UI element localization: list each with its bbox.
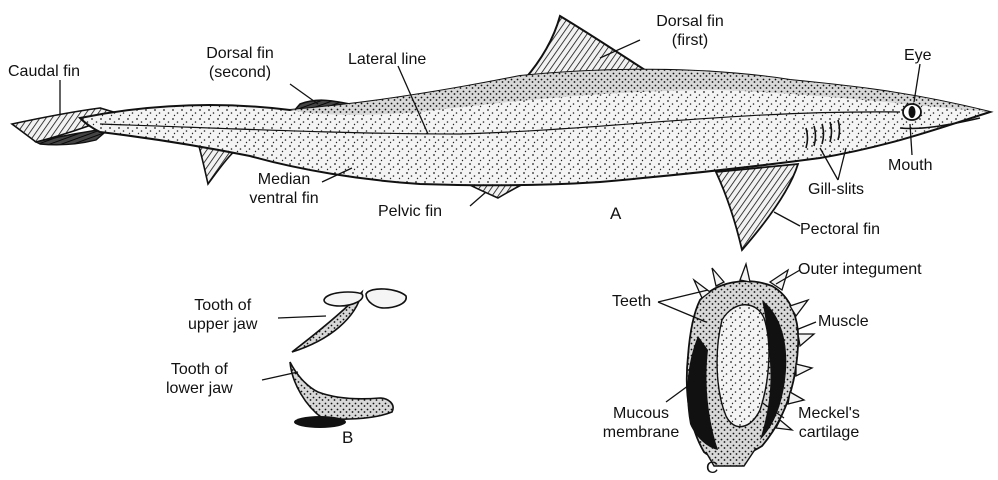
outer-integument-text: Outer integument (798, 261, 922, 278)
pelvic-fin-text: Pelvic fin (378, 203, 442, 220)
mucous-line2: membrane (598, 423, 684, 442)
dorsal-first-line1: Dorsal fin (640, 12, 740, 31)
panel-b-text: B (342, 428, 353, 447)
eye-text: Eye (904, 47, 932, 64)
mucous-line1: Mucous (598, 404, 684, 423)
teeth-text: Teeth (612, 293, 651, 310)
label-pectoral-fin: Pectoral fin (800, 220, 880, 239)
label-eye: Eye (904, 46, 932, 65)
label-gill-slits: Gill-slits (808, 180, 864, 199)
dorsal-first-line2: (first) (640, 31, 740, 50)
label-median-ventral-fin: Median ventral fin (234, 170, 334, 208)
panel-a-text: A (610, 204, 621, 223)
gill-slits-text: Gill-slits (808, 181, 864, 198)
label-pelvic-fin: Pelvic fin (378, 202, 442, 221)
label-caudal-fin: Caudal fin (8, 62, 80, 81)
panel-letter-a: A (610, 204, 621, 223)
label-tooth-lower-jaw: Tooth of lower jaw (166, 360, 233, 398)
label-dorsal-fin-first: Dorsal fin (first) (640, 12, 740, 50)
pectoral-fin-shape (716, 164, 798, 250)
label-dorsal-fin-second: Dorsal fin (second) (190, 44, 290, 82)
label-muscle: Muscle (818, 312, 869, 331)
lower-tooth-shape (290, 362, 393, 419)
tooth-lower-line1: Tooth of (166, 360, 233, 379)
label-mucous-membrane: Mucous membrane (598, 404, 684, 442)
label-meckels-cartilage: Meckel's cartilage (784, 404, 874, 442)
label-teeth: Teeth (612, 292, 651, 311)
label-tooth-upper-jaw: Tooth of upper jaw (188, 296, 257, 334)
pectoral-fin-text: Pectoral fin (800, 221, 880, 238)
label-lateral-line: Lateral line (348, 50, 426, 69)
median-ventral-line2: ventral fin (234, 189, 334, 208)
tooth-lower-line2: lower jaw (166, 379, 233, 398)
caudal-fin-text: Caudal fin (8, 63, 80, 80)
muscle-text: Muscle (818, 313, 869, 330)
meckels-line1: Meckel's (784, 404, 874, 423)
meckels-line2: cartilage (784, 423, 874, 442)
tooth-upper-line1: Tooth of (188, 296, 257, 315)
meckels-cartilage-shape (717, 305, 769, 427)
panel-c-text: C (706, 458, 718, 477)
label-outer-integument: Outer integument (798, 260, 922, 279)
teeth-figure (290, 289, 406, 428)
shark-figure (12, 16, 990, 250)
tooth-upper-line2: upper jaw (188, 315, 257, 334)
median-ventral-line1: Median (234, 170, 334, 189)
lateral-line-text: Lateral line (348, 51, 426, 68)
dorsal-second-line1: Dorsal fin (190, 44, 290, 63)
panel-letter-c: C (706, 458, 718, 477)
label-mouth: Mouth (888, 156, 932, 175)
panel-letter-b: B (342, 428, 353, 447)
dorsal-second-line2: (second) (190, 63, 290, 82)
mouth-text: Mouth (888, 157, 932, 174)
